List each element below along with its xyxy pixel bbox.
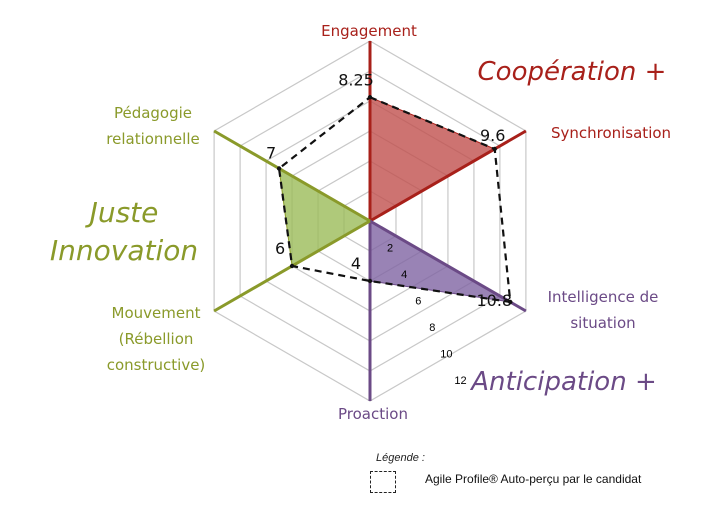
legend-title: Légende :	[376, 452, 425, 464]
data-point-6	[276, 166, 282, 171]
axis-label-4: Proaction	[338, 405, 408, 423]
tick-label-12: 12	[454, 375, 466, 387]
data-point-5	[289, 263, 295, 269]
tick-label-2: 2	[387, 242, 393, 254]
value-label-2: 9.6	[480, 126, 505, 145]
axis-label-1: Engagement	[321, 22, 417, 40]
axis-spoke-6	[213, 129, 371, 223]
legend-swatch-dashed	[370, 471, 396, 493]
data-point-1	[367, 95, 373, 100]
value-label-1: 8.25	[338, 70, 374, 89]
data-point-3	[508, 299, 513, 305]
tick-label-8: 8	[429, 322, 435, 334]
value-label-4: 4	[351, 254, 361, 273]
tick-label-4: 4	[401, 269, 407, 281]
group-label-anticipation: Anticipation +	[469, 367, 657, 397]
data-point-4	[367, 278, 373, 284]
value-label-3: 10.8	[476, 291, 512, 310]
tick-label-10: 10	[440, 348, 452, 360]
group-label-cooperation: Coopération +	[478, 57, 667, 87]
data-point-2	[492, 146, 497, 152]
axis-label-2: Synchronisation	[551, 124, 671, 142]
legend-entry: Agile Profile® Auto-perçu par le candida…	[425, 472, 642, 486]
value-label-6: 7	[266, 144, 276, 163]
sector-fill-3	[278, 167, 372, 267]
value-label-5: 6	[275, 239, 285, 258]
tick-label-6: 6	[415, 295, 421, 307]
axis-spoke-2	[369, 129, 527, 223]
axis-spoke-3	[369, 219, 527, 313]
